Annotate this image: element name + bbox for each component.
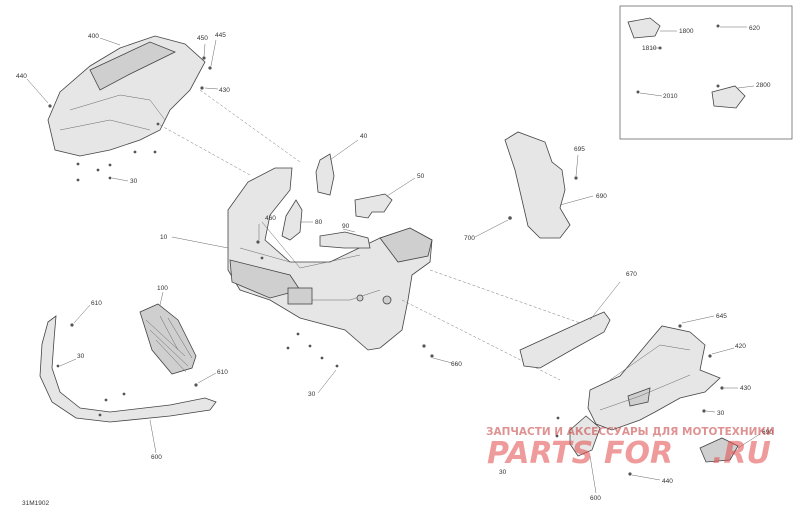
watermark: ЗАПЧАСТИ И АКСЕССУАРЫ ДЛЯ МОТОТЕХНИКИ PA… [486,426,775,471]
callout-100: 100 [157,285,168,292]
watermark-brand-a: PARTS [487,436,593,471]
fog-light-690b [699,433,761,463]
front-fascia-10 [227,167,433,351]
callout-690: 690 [596,193,607,200]
callout-30-bumper: 30 [717,410,725,417]
watermark-tagline: ЗАПЧАСТИ И АКСЕССУАРЫ ДЛЯ МОТОТЕХНИКИ [486,426,775,438]
callout-600: 600 [590,495,601,502]
callout-440-bottom: 440 [662,478,673,485]
callout-1800: 1800 [679,28,694,35]
callout-430: 430 [219,87,230,94]
callout-40: 40 [360,133,368,140]
foam-block-670 [519,281,621,369]
callout-460: 460 [265,215,276,222]
callout-645: 645 [716,313,727,320]
lower-bumper-420 [569,325,721,457]
inset-parts [627,17,755,109]
callout-420: 420 [735,343,746,350]
callout-1810: 1810 [642,45,657,52]
fascia-fasteners [256,240,434,368]
callout-2010: 2010 [663,93,678,100]
hood-leader-lines [26,37,301,182]
callout-670: 670 [626,271,637,278]
callout-50: 50 [417,173,425,180]
callout-445: 445 [215,32,226,39]
callout-620: 620 [749,25,760,32]
callout-30: 30 [130,178,138,185]
grille-100 [139,291,197,375]
callout-400: 400 [88,33,99,40]
callout-10: 10 [160,234,168,241]
callout-610: 610 [91,300,102,307]
callout-30-grille: 30 [77,353,85,360]
callout-450: 450 [197,35,208,42]
bumper-fasteners [555,315,738,494]
mount-bracket-690 [474,131,594,239]
hood-fasteners [48,56,212,182]
watermark-brand-b: FOR [604,436,673,471]
callout-90: 90 [342,223,350,230]
callout-695: 695 [574,146,585,153]
callout-440: 440 [16,73,27,80]
hood-panel-400 [47,35,206,157]
callout-430-bumper: 430 [740,385,751,392]
callout-600-skid: 600 [151,454,162,461]
callout-690-light: 690 [762,429,773,436]
callout-80: 80 [315,219,323,226]
watermark-brand-c: .RU [712,436,771,471]
small-parts [281,139,416,249]
callout-610-right: 610 [217,369,228,376]
callout-660: 660 [451,361,462,368]
callout-700: 700 [464,235,475,242]
callout-30-lower: 30 [308,391,316,398]
diagram-id: 31M1902 [22,500,49,507]
skid-bar-600b [39,304,217,454]
callout-30-bottom: 30 [499,469,507,476]
callout-2800: 2800 [756,82,771,89]
